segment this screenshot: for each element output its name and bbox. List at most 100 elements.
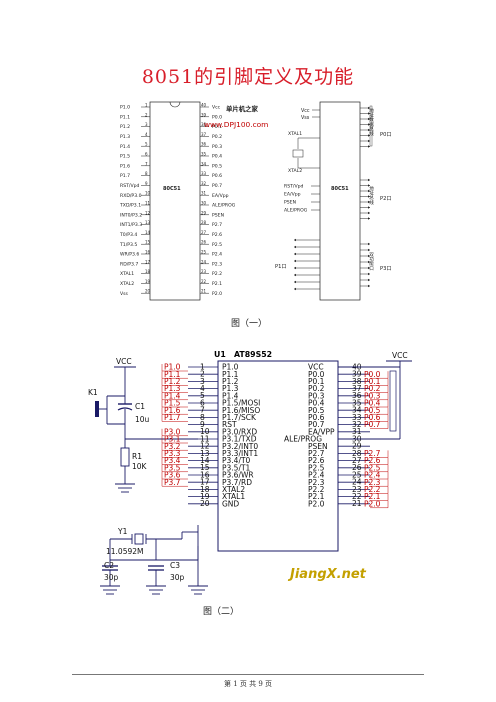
pin-number-left: 4 (145, 132, 148, 137)
pin-number-right: 26 (201, 240, 207, 245)
chip-pin-right: EA/VPP (308, 427, 335, 436)
chip-pin-right: P0.1 (308, 377, 325, 386)
pin-number-left: 6 (145, 152, 148, 157)
pin-number-right: 38 (201, 122, 207, 127)
pin-label-right: P2.2 (212, 271, 222, 277)
pin-label-right: P2.3 (212, 261, 222, 267)
chip-pin-left: P1.5/MOSI (222, 399, 260, 408)
u1-label: U1 (214, 350, 226, 359)
chip-pin-left: P1.0 (222, 363, 239, 372)
pin-number-right: 36 (201, 142, 207, 147)
c2-value: 30p (104, 573, 119, 582)
pin-number-left: 9 (200, 420, 205, 429)
pin-number-right: 37 (352, 384, 362, 393)
right-vcc: Vcc (301, 108, 310, 114)
pin-label-left: P1.7 (120, 173, 130, 179)
net-label-left: P3.5 (164, 463, 181, 472)
pin-number-right: 26 (352, 463, 362, 472)
chip-pin-left: RST (222, 420, 237, 429)
chip-pin-left: XTAL2 (222, 485, 245, 494)
pin-label-left: P1.4 (120, 144, 130, 150)
pin-number-left: 7 (200, 406, 205, 415)
pin-number-right: 37 (201, 132, 207, 137)
net-label-left: P3.1 (164, 435, 181, 444)
net-label-right: P2.5 (364, 463, 381, 472)
pin-number-left: 17 (145, 259, 151, 264)
net-label-left: P3.3 (164, 449, 181, 458)
pin-label-right: P2.0 (212, 291, 222, 297)
pin-number-left: 17 (200, 478, 210, 487)
pin-number-left: 9 (145, 181, 148, 186)
crystal-symbol (292, 149, 304, 158)
net-label-right: P0.7 (364, 420, 381, 429)
pin-label-right: P0.4 (212, 154, 222, 160)
chip-outline-left (149, 101, 201, 301)
ctrl-pin-label: ALE/PROG (284, 208, 308, 214)
chip-outline-right (319, 101, 361, 301)
pin-number-right: 35 (352, 398, 362, 407)
pin-label-right: P2.6 (212, 232, 222, 238)
net-label-right: P0.4 (364, 399, 381, 408)
chip-pin-left: P1.4 (222, 391, 239, 400)
net-label-left: P3.2 (164, 442, 181, 451)
pin-label-right: Vcc (212, 105, 221, 111)
watermark-cn: 单片机之家 (226, 104, 259, 113)
chip-part-number: AT89S52 (234, 350, 272, 359)
pin-number-left: 19 (200, 492, 210, 501)
chip-pin-right: P0.3 (308, 391, 325, 400)
chip-pin-right: P2.7 (308, 449, 325, 458)
pin-label-left: RST/Vpd (120, 183, 140, 189)
pin-number-left: 1 (145, 103, 148, 108)
net-label-left: P1.5 (164, 399, 181, 408)
footer-rule (72, 674, 424, 675)
pin-number-left: 5 (200, 391, 205, 400)
pin-number-left: 11 (200, 434, 210, 443)
ctrl-pin-label: PSEN (284, 200, 296, 206)
chip-pin-right: P2.2 (308, 485, 325, 494)
y1-label: Y1 (117, 527, 128, 536)
pin-number-right: 30 (201, 201, 207, 206)
c2-label: C2 (104, 561, 114, 570)
pin-number-right: 32 (201, 181, 207, 186)
pin-number-right: 38 (352, 377, 362, 386)
chip-pin-left: P1.6/MISO (222, 406, 260, 415)
port-label-p0: P0口 (380, 131, 392, 138)
chip-pin-right: P2.5 (308, 463, 325, 472)
net-label-left: P3.6 (164, 471, 181, 480)
right-vss: Vss (301, 115, 310, 121)
u1-chip-outline (217, 360, 339, 552)
chip-pin-right: P2.1 (308, 492, 325, 501)
net-label-left: P1.4 (164, 391, 181, 400)
chip-pin-left: GND (222, 499, 239, 508)
net-label-left: P1.1 (164, 370, 181, 379)
chip-notch (169, 101, 181, 108)
net-label-left: P1.7 (164, 413, 181, 422)
pin-number-right: 22 (352, 492, 362, 501)
pin-label-left: P1.2 (120, 124, 130, 130)
figure1-caption: 图（一） (231, 319, 268, 329)
pin-number-left: 11 (145, 201, 151, 206)
pin-label-left: T1/P3.5 (119, 242, 137, 248)
pin-number-left: 3 (200, 377, 205, 386)
k1-label: K1 (88, 388, 98, 397)
xtal1-label: XTAL1 (288, 131, 302, 137)
pin-number-right: 21 (352, 499, 362, 508)
pin-label-right: PSEN (212, 212, 224, 218)
k1-switch (95, 401, 99, 417)
net-label-right: P2.4 (364, 471, 381, 480)
chip-pin-left: P3.5/T1 (222, 463, 251, 472)
net-label-left: P1.2 (164, 377, 181, 386)
r1-label: R1 (132, 452, 142, 461)
pin-number-right: 31 (201, 191, 207, 196)
net-label-right: P0.1 (364, 377, 381, 386)
pin-label-left: P1.5 (120, 154, 130, 160)
page-title: 8051的引脚定义及功能 (141, 66, 355, 88)
pin-number-right: 25 (352, 470, 362, 479)
pin-number-left: 1 (200, 362, 205, 371)
c3-label: C3 (170, 561, 180, 570)
r1-value: 10K (132, 462, 148, 471)
pin-number-right: 27 (201, 230, 207, 235)
pin-number-left: 14 (200, 456, 210, 465)
pin-number-right: 39 (352, 370, 362, 379)
